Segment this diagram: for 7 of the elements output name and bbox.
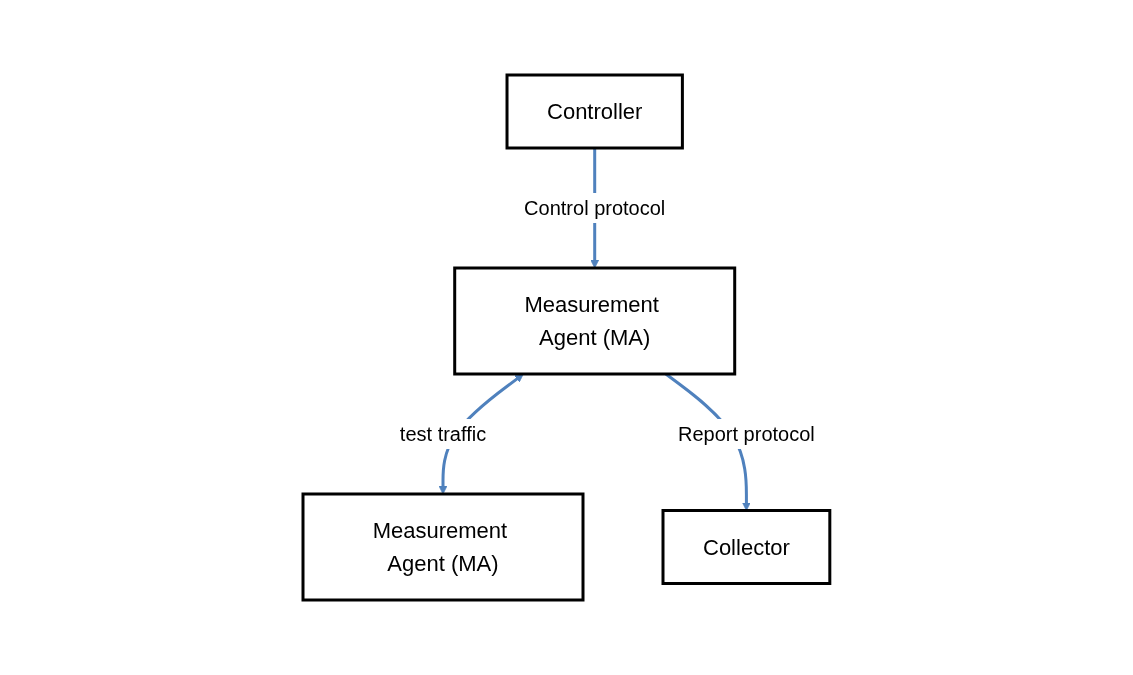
edge-label: Report protocol	[678, 423, 815, 445]
node-box: Collector	[661, 509, 832, 585]
node-box: Measurement Agent (MA)	[453, 266, 737, 376]
edge-label: test traffic	[399, 423, 487, 445]
node-box: Controller	[505, 73, 684, 150]
edge-label: Control protocol	[524, 197, 666, 219]
node-box: Measurement Agent (MA)	[301, 492, 585, 602]
